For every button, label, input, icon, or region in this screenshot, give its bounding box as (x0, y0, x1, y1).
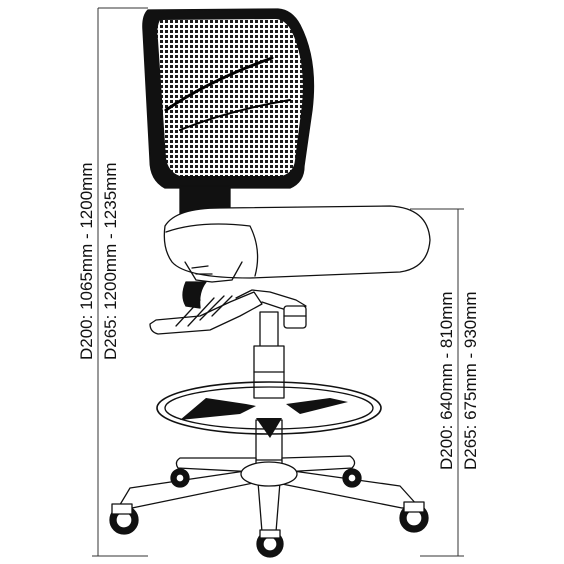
five-star-base (117, 455, 419, 533)
svg-text:D200: 640mm - 810mm: D200: 640mm - 810mm (437, 291, 456, 470)
seat-height-label-d265: D265: 675mm - 930mm (461, 291, 480, 470)
castor-wheel-front (256, 529, 284, 558)
svg-text:D265: 1200mm - 1235mm: D265: 1200mm - 1235mm (101, 163, 120, 360)
castor-wheel-right (399, 501, 429, 533)
seat-height-dimension: D200: 640mm - 810mm D265: 675mm - 930mm (410, 208, 480, 557)
svg-text:D200: 1065mm - 1200mm: D200: 1065mm - 1200mm (77, 163, 96, 360)
mesh-backrest (142, 8, 315, 215)
overall-height-label-d200: D200: 1065mm - 1200mm (77, 163, 96, 360)
drafting-chair-illustration (109, 8, 431, 558)
control-mechanism (149, 281, 307, 335)
overall-height-label-d265: D265: 1200mm - 1235mm (101, 163, 120, 360)
castor-wheels (109, 468, 429, 558)
overall-height-dimension: D200: 1065mm - 1200mm D265: 1200mm - 123… (77, 7, 148, 557)
castor-wheel-back-right (342, 468, 362, 488)
seat-height-label-d200: D200: 640mm - 810mm (437, 291, 456, 470)
svg-text:D265: 675mm - 930mm: D265: 675mm - 930mm (461, 291, 480, 470)
foot-ring (156, 381, 382, 438)
gas-lift (253, 311, 285, 461)
castor-wheel-back-left (170, 468, 190, 488)
castor-wheel-left (109, 503, 139, 535)
seat-cushion (163, 205, 431, 283)
